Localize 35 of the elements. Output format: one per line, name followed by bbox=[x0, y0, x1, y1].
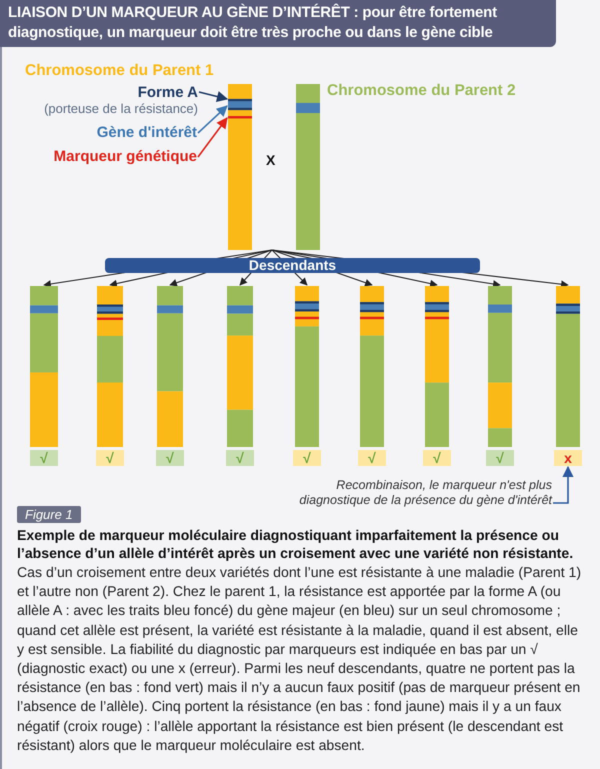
allele-note: (porteuse de la résistance) bbox=[43, 101, 198, 117]
caption-text: Exemple de marqueur moléculaire diagnostiquant imparfaitement la présence ou l’absence d’un allèle d’intérêt après un croisement avec une variété non résistante. bbox=[17, 526, 574, 562]
marker-label: Marqueur génétique bbox=[52, 148, 197, 166]
annotation-text: Recombinaison, le marqueur n'est plus diagnostique de la présence du gène d'intérêt bbox=[298, 478, 552, 507]
chromosome-heading: Chromosome du Parent 2 bbox=[327, 82, 516, 100]
cross-mark: x bbox=[554, 450, 582, 466]
body-paragraph: Cas d’un croisement entre deux variétés dont l’une est résistante à une maladie (Parent 1) et l’autre non (Parent 2). Chez le parent 1, la résistance est apportée par la forme A (ou allèle A : avec les traits bleu foncé) du gène majeur (en bleu) sur un seul chromosome ; quand cet allèle est présent, la variété est résistante à la maladie, quand il est absent, elle y est sensible. La fiabilité du diagnostic par marqueurs est indiquée en bas par un √ (diagnostic exact) ou une x (erreur). Parmi les neuf descendants, quatre ne portent pas la résistance (en bas : fond vert) mais il n’y a aucun faux positif (pas de marqueur présent en l’absence de l’allèle). Cinq portent la résistance (en bas : fond jaune) mais il y a un faux négatif (croix rouge) : l’allèle apportant la résistance est bien présent (le descendant est résistant) alors que le marqueur moléculaire est absent. bbox=[17, 563, 582, 755]
title-banner: LIAISON D’UN MARQUEUR AU GÈNE D’INTÉRÊT : pour être fortement diagnostique, un marqueur doit être très proche ou dans le gène cible bbox=[0, 0, 556, 47]
arrow bbox=[239, 272, 252, 286]
leader-arrow bbox=[198, 91, 228, 102]
check-mark: √ bbox=[358, 450, 386, 466]
arrow bbox=[169, 272, 206, 286]
arrow bbox=[466, 272, 569, 288]
check-mark: √ bbox=[226, 450, 254, 466]
arrow bbox=[422, 272, 501, 288]
figure-tag: Figure 1 bbox=[17, 506, 81, 523]
check-mark: √ bbox=[293, 450, 321, 466]
check-mark: √ bbox=[30, 450, 58, 466]
cross-symbol: X bbox=[266, 152, 276, 168]
allele-label: Forme A bbox=[136, 84, 198, 101]
group-bar: Descendants bbox=[105, 258, 480, 273]
chromosome-heading: Chromosome du Parent 1 bbox=[25, 62, 214, 80]
arrow bbox=[553, 466, 574, 504]
arrow bbox=[338, 272, 373, 286]
arrow bbox=[43, 272, 122, 288]
check-mark: √ bbox=[486, 450, 514, 466]
check-mark: √ bbox=[423, 450, 451, 466]
gene-label: Gène d'intérêt bbox=[96, 124, 197, 142]
check-mark: √ bbox=[156, 450, 184, 466]
leader-arrow bbox=[197, 105, 228, 134]
leader-arrow bbox=[197, 117, 228, 158]
arrow bbox=[380, 272, 438, 288]
arrow bbox=[294, 272, 308, 286]
arrow bbox=[109, 272, 166, 288]
check-mark: √ bbox=[96, 450, 124, 466]
